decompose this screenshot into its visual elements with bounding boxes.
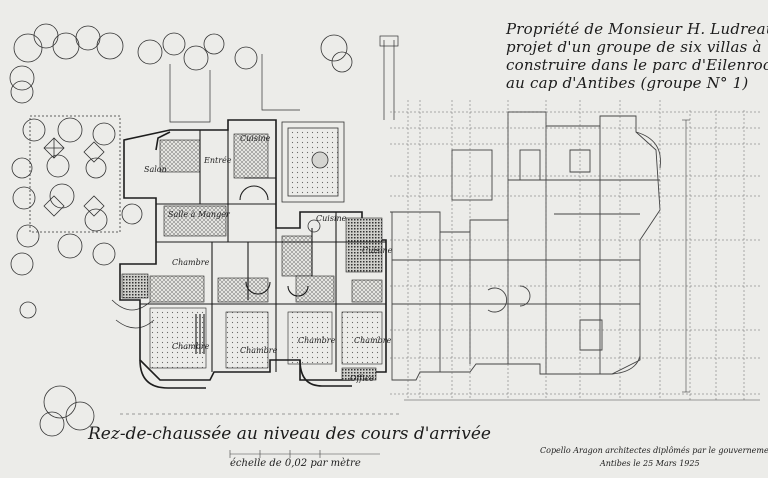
title-line-2: projet d'un groupe de six villas à [506,38,762,56]
room-label-office: Office [350,374,374,383]
room-label-cuisine: Cuisine [362,246,393,255]
room-label-chambre: Chambre [240,346,278,355]
architect-signature: Copello Aragon architectes diplômés par … [540,446,768,455]
title-line-4: au cap d'Antibes (groupe N° 1) [506,74,749,92]
room-label-chambre: Chambre [298,336,336,345]
room-label-entree: Entrée [204,156,232,165]
garden-left [9,23,353,437]
room-label-chambre: Chambre [172,342,210,351]
room-label-chambre: Chambre [354,336,392,345]
villas-left-block [119,119,387,389]
room-label-salle-a-manger: Salle à Manger [168,210,230,219]
drawing-caption: Rez-de-chaussée au niveau des cours d'ar… [88,424,491,444]
signature-date: Antibes le 25 Mars 1925 [600,459,700,468]
room-label-chambre: Chambre [172,258,210,267]
room-label-cuisine: Cuisine [240,134,271,143]
scale-note: échelle de 0,02 par mètre [230,458,361,469]
title-line-3: construire dans le parc d'Eilenroc [506,56,768,74]
room-label-salon: Salon [144,165,167,174]
title-line-1: Propriété de Monsieur H. Ludreau [506,20,768,38]
room-label-cuisine: Cuisine [316,214,347,223]
